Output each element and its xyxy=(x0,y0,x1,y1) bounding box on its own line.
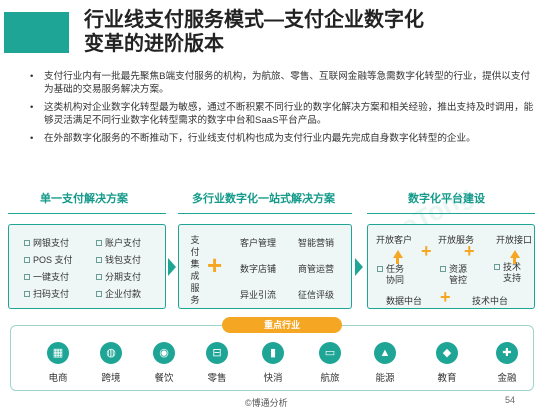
page-number: 54 xyxy=(505,395,516,405)
service-item: 征信评级 xyxy=(298,290,335,300)
bullet-square-icon xyxy=(96,239,102,246)
platform-item: 开放接口 xyxy=(496,235,533,245)
payment-item: 账户支付 xyxy=(96,236,141,249)
platform-item: 数据中台 xyxy=(386,296,423,306)
bullet-square-icon xyxy=(377,265,383,272)
bullet-square-icon xyxy=(24,239,30,246)
industry-item: ⊟零售 xyxy=(192,342,242,384)
service-item: 商管运营 xyxy=(298,264,335,274)
key-industry-tag: 重点行业 xyxy=(222,317,342,333)
platform-item: 资源管控 xyxy=(440,264,469,286)
up-arrow-stem xyxy=(396,258,399,264)
divider xyxy=(178,213,352,214)
industry-item: ◍跨境 xyxy=(86,342,136,384)
payment-item: 分期支付 xyxy=(96,270,141,283)
industry-item: ▭航旅 xyxy=(305,342,355,384)
section-title-platform: 数字化平台建设 xyxy=(408,193,485,205)
bullet-square-icon xyxy=(96,256,102,263)
platform-panel xyxy=(367,224,535,309)
platform-item: 开放服务 xyxy=(438,235,475,245)
payment-item: POS 支付 xyxy=(24,253,73,266)
industry-item: ◆教育 xyxy=(422,342,472,384)
page-title: 行业线支付服务模式—支付企业数字化 变革的进阶版本 xyxy=(84,8,544,56)
title-line-1: 行业线支付服务模式—支付企业数字化 xyxy=(84,9,424,31)
platform-item: 技术支持 xyxy=(494,262,523,284)
bullet-square-icon xyxy=(24,256,30,263)
plus-icon: + xyxy=(464,241,475,261)
industry-item: ▮快消 xyxy=(248,342,298,384)
globe-icon: ◍ xyxy=(106,347,116,359)
bullet-item: 这类机构对企业数字化转型最为敏感，通过不断积累不同行业的数字化解决方案和相关经验… xyxy=(30,101,535,127)
bullet-square-icon xyxy=(440,265,446,272)
bullet-item: 支付行业内有一批最先聚焦B端支付服务的机构，为航旅、零售、互联网金融等急需数字化… xyxy=(30,70,535,96)
industry-item: ◉餐饮 xyxy=(139,342,189,384)
bullet-list: 支付行业内有一批最先聚焦B端支付服务的机构，为航旅、零售、互联网金融等急需数字化… xyxy=(30,70,535,150)
service-item: 数字店铺 xyxy=(240,264,277,274)
industry-item: ▲能源 xyxy=(360,342,410,384)
shop-icon: ▦ xyxy=(52,347,64,359)
bus-icon: ▭ xyxy=(324,347,336,359)
finance-icon: ✚ xyxy=(502,347,512,359)
bullet-square-icon xyxy=(24,273,30,280)
multi-industry-panel xyxy=(178,224,352,309)
title-accent-block xyxy=(4,12,69,53)
payment-integration-label: 支付集成服务 xyxy=(190,235,200,305)
plus-icon: + xyxy=(207,250,223,280)
payment-item: 钱包支付 xyxy=(96,253,141,266)
bullet-square-icon xyxy=(96,273,102,280)
bottle-icon: ▮ xyxy=(269,347,277,359)
title-line-2: 变革的进阶版本 xyxy=(84,33,224,55)
plus-icon: + xyxy=(421,241,432,261)
up-arrow-icon xyxy=(393,250,403,258)
bullet-square-icon xyxy=(96,290,102,297)
platform-item: 技术中台 xyxy=(472,296,509,306)
divider xyxy=(8,213,166,214)
service-item: 客户管理 xyxy=(240,238,277,248)
payment-item: 扫码支付 xyxy=(24,287,69,300)
arrow-right-icon xyxy=(168,258,176,276)
footer-source: ©博通分析 xyxy=(245,398,288,408)
dining-icon: ◉ xyxy=(159,347,169,359)
payment-item: 一键支付 xyxy=(24,270,69,283)
service-item: 智能营销 xyxy=(298,238,335,248)
divider xyxy=(367,213,535,214)
section-title-single: 单一支付解决方案 xyxy=(40,193,128,205)
industry-item: ✚金融 xyxy=(482,342,532,384)
service-item: 异业引流 xyxy=(240,290,277,300)
section-title-multi: 多行业数字化一站式解决方案 xyxy=(192,193,335,205)
platform-item: 开放客户 xyxy=(376,235,413,245)
single-payment-panel xyxy=(8,224,166,309)
industry-item: ▦电商 xyxy=(33,342,83,384)
platform-item: 任务协同 xyxy=(377,264,406,286)
bullet-square-icon xyxy=(494,263,500,270)
up-arrow-icon xyxy=(510,250,520,258)
graduation-icon: ◆ xyxy=(442,347,452,359)
energy-icon: ▲ xyxy=(379,347,391,359)
cart-icon: ⊟ xyxy=(212,347,222,359)
payment-item: 企业付款 xyxy=(96,287,141,300)
up-arrow-stem xyxy=(513,258,516,264)
arrow-right-icon xyxy=(355,258,363,276)
bullet-square-icon xyxy=(24,290,30,297)
bullet-item: 在外部数字化服务的不断推动下，行业线支付机构也成为支付行业内最先完成自身数字化转… xyxy=(30,132,535,145)
plus-icon: + xyxy=(440,287,451,307)
payment-item: 网银支付 xyxy=(24,236,69,249)
